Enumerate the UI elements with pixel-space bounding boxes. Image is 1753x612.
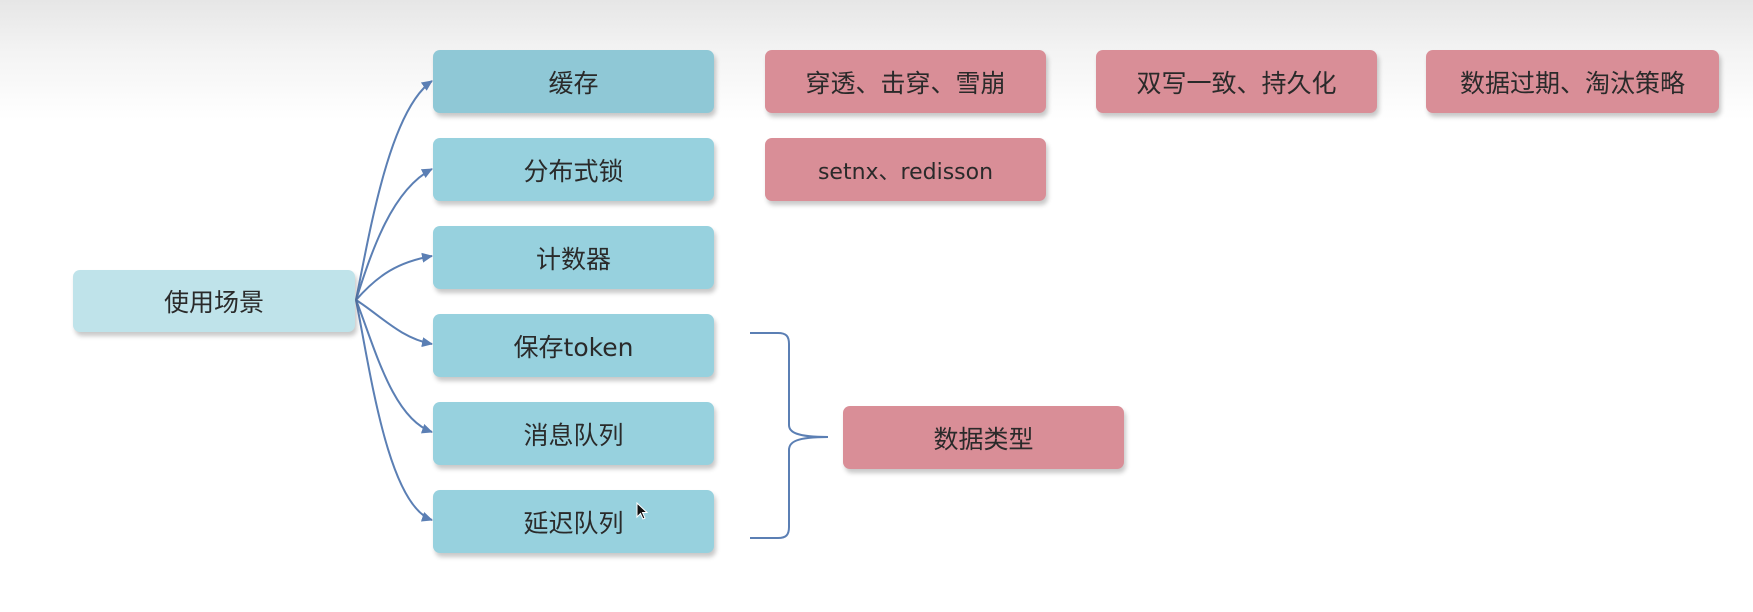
scenario-label: 延迟队列 [523,508,624,538]
scenario-node-distributed-lock: 分布式锁 [433,138,714,201]
detail-label: 数据类型 [933,424,1034,454]
detail-node-data-types: 数据类型 [843,406,1124,469]
root-label: 使用场景 [163,288,264,317]
mouse-pointer-icon [636,502,649,520]
detail-node-double-write-persistence: 双写一致、持久化 [1096,50,1377,113]
detail-label: 双写一致、持久化 [1136,68,1337,98]
scenario-node-counter: 计数器 [433,226,714,289]
connector-arrow-lock [355,168,433,301]
scenario-node-message-queue: 消息队列 [433,402,714,465]
detail-node-expiration-eviction: 数据过期、淘汰策略 [1426,50,1719,113]
scenario-label: 分布式锁 [523,156,624,186]
root-node: 使用场景 [73,270,355,332]
scenario-label: 保存token [513,332,634,362]
scenario-node-token: 保存token [433,314,714,377]
connector-arrow-delay-queue [355,299,433,522]
scenario-label: 消息队列 [523,420,624,450]
detail-label: 数据过期、淘汰策略 [1459,68,1685,98]
connector-arrow-cache [355,80,433,301]
detail-label: 穿透、击穿、雪崩 [805,68,1006,98]
scenario-node-cache: 缓存 [433,50,714,113]
connector-arrow-token [355,299,433,348]
detail-node-penetration-breakdown-avalanche: 穿透、击穿、雪崩 [765,50,1046,113]
detail-label: setnx、redisson [817,159,994,185]
scenario-node-delay-queue: 延迟队列 [433,490,714,553]
detail-node-setnx-redisson: setnx、redisson [765,138,1046,201]
group-brace [750,332,829,539]
connector-arrow-message-queue [355,299,433,434]
scenario-label: 缓存 [548,68,599,98]
connector-arrow-counter [355,252,433,301]
scenario-label: 计数器 [535,244,611,274]
